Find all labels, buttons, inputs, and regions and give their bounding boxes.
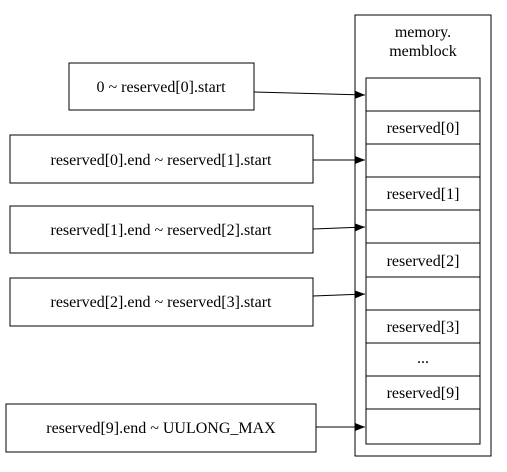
cell-reserved-3: reserved[3] bbox=[365, 309, 481, 344]
gap-box-2: reserved[1].end ~ reserved[2].start bbox=[9, 205, 314, 254]
cell-ellipsis: ... bbox=[365, 342, 481, 377]
gap-box-0: 0 ~ reserved[0].start bbox=[68, 62, 255, 111]
cell-reserved-9: reserved[9] bbox=[365, 375, 481, 410]
gap-box-1: reserved[0].end ~ reserved[1].start bbox=[9, 134, 314, 184]
container-title-line2: memblock bbox=[389, 43, 457, 60]
cell-free-3 bbox=[365, 276, 481, 311]
cell-stack: reserved[0] reserved[1] reserved[2] rese… bbox=[365, 77, 481, 445]
arrow-gap-3 bbox=[312, 290, 366, 299]
cell-free-last bbox=[365, 408, 481, 445]
gap-box-label: reserved[1].end ~ reserved[2].start bbox=[51, 222, 273, 239]
container-title-line1: memory. bbox=[395, 24, 451, 41]
cell-free-1 bbox=[365, 143, 481, 178]
cell-label: ... bbox=[417, 350, 429, 367]
gap-box-label: reserved[9].end ~ UULONG_MAX bbox=[46, 420, 276, 437]
cell-reserved-1: reserved[1] bbox=[365, 176, 481, 211]
memblock-container: memory. memblock bbox=[354, 14, 492, 457]
gap-box-label: 0 ~ reserved[0].start bbox=[96, 79, 226, 96]
cell-label: reserved[1] bbox=[387, 186, 460, 203]
cell-reserved-0: reserved[0] bbox=[365, 110, 481, 145]
arrow-gap-2 bbox=[312, 223, 366, 232]
cell-reserved-2: reserved[2] bbox=[365, 242, 481, 278]
gap-box-3: reserved[2].end ~ reserved[3].start bbox=[9, 277, 314, 327]
arrow-gap-0 bbox=[253, 90, 366, 99]
cell-free-2 bbox=[365, 209, 481, 244]
gap-box-label: reserved[0].end ~ reserved[1].start bbox=[51, 152, 273, 169]
cell-free-0 bbox=[365, 77, 481, 112]
gap-box-4: reserved[9].end ~ UULONG_MAX bbox=[5, 403, 317, 453]
cell-label: reserved[9] bbox=[387, 385, 460, 402]
cell-label: reserved[2] bbox=[387, 253, 460, 270]
cell-label: reserved[0] bbox=[387, 120, 460, 137]
cell-label: reserved[3] bbox=[387, 319, 460, 336]
gap-box-label: reserved[2].end ~ reserved[3].start bbox=[51, 294, 273, 311]
